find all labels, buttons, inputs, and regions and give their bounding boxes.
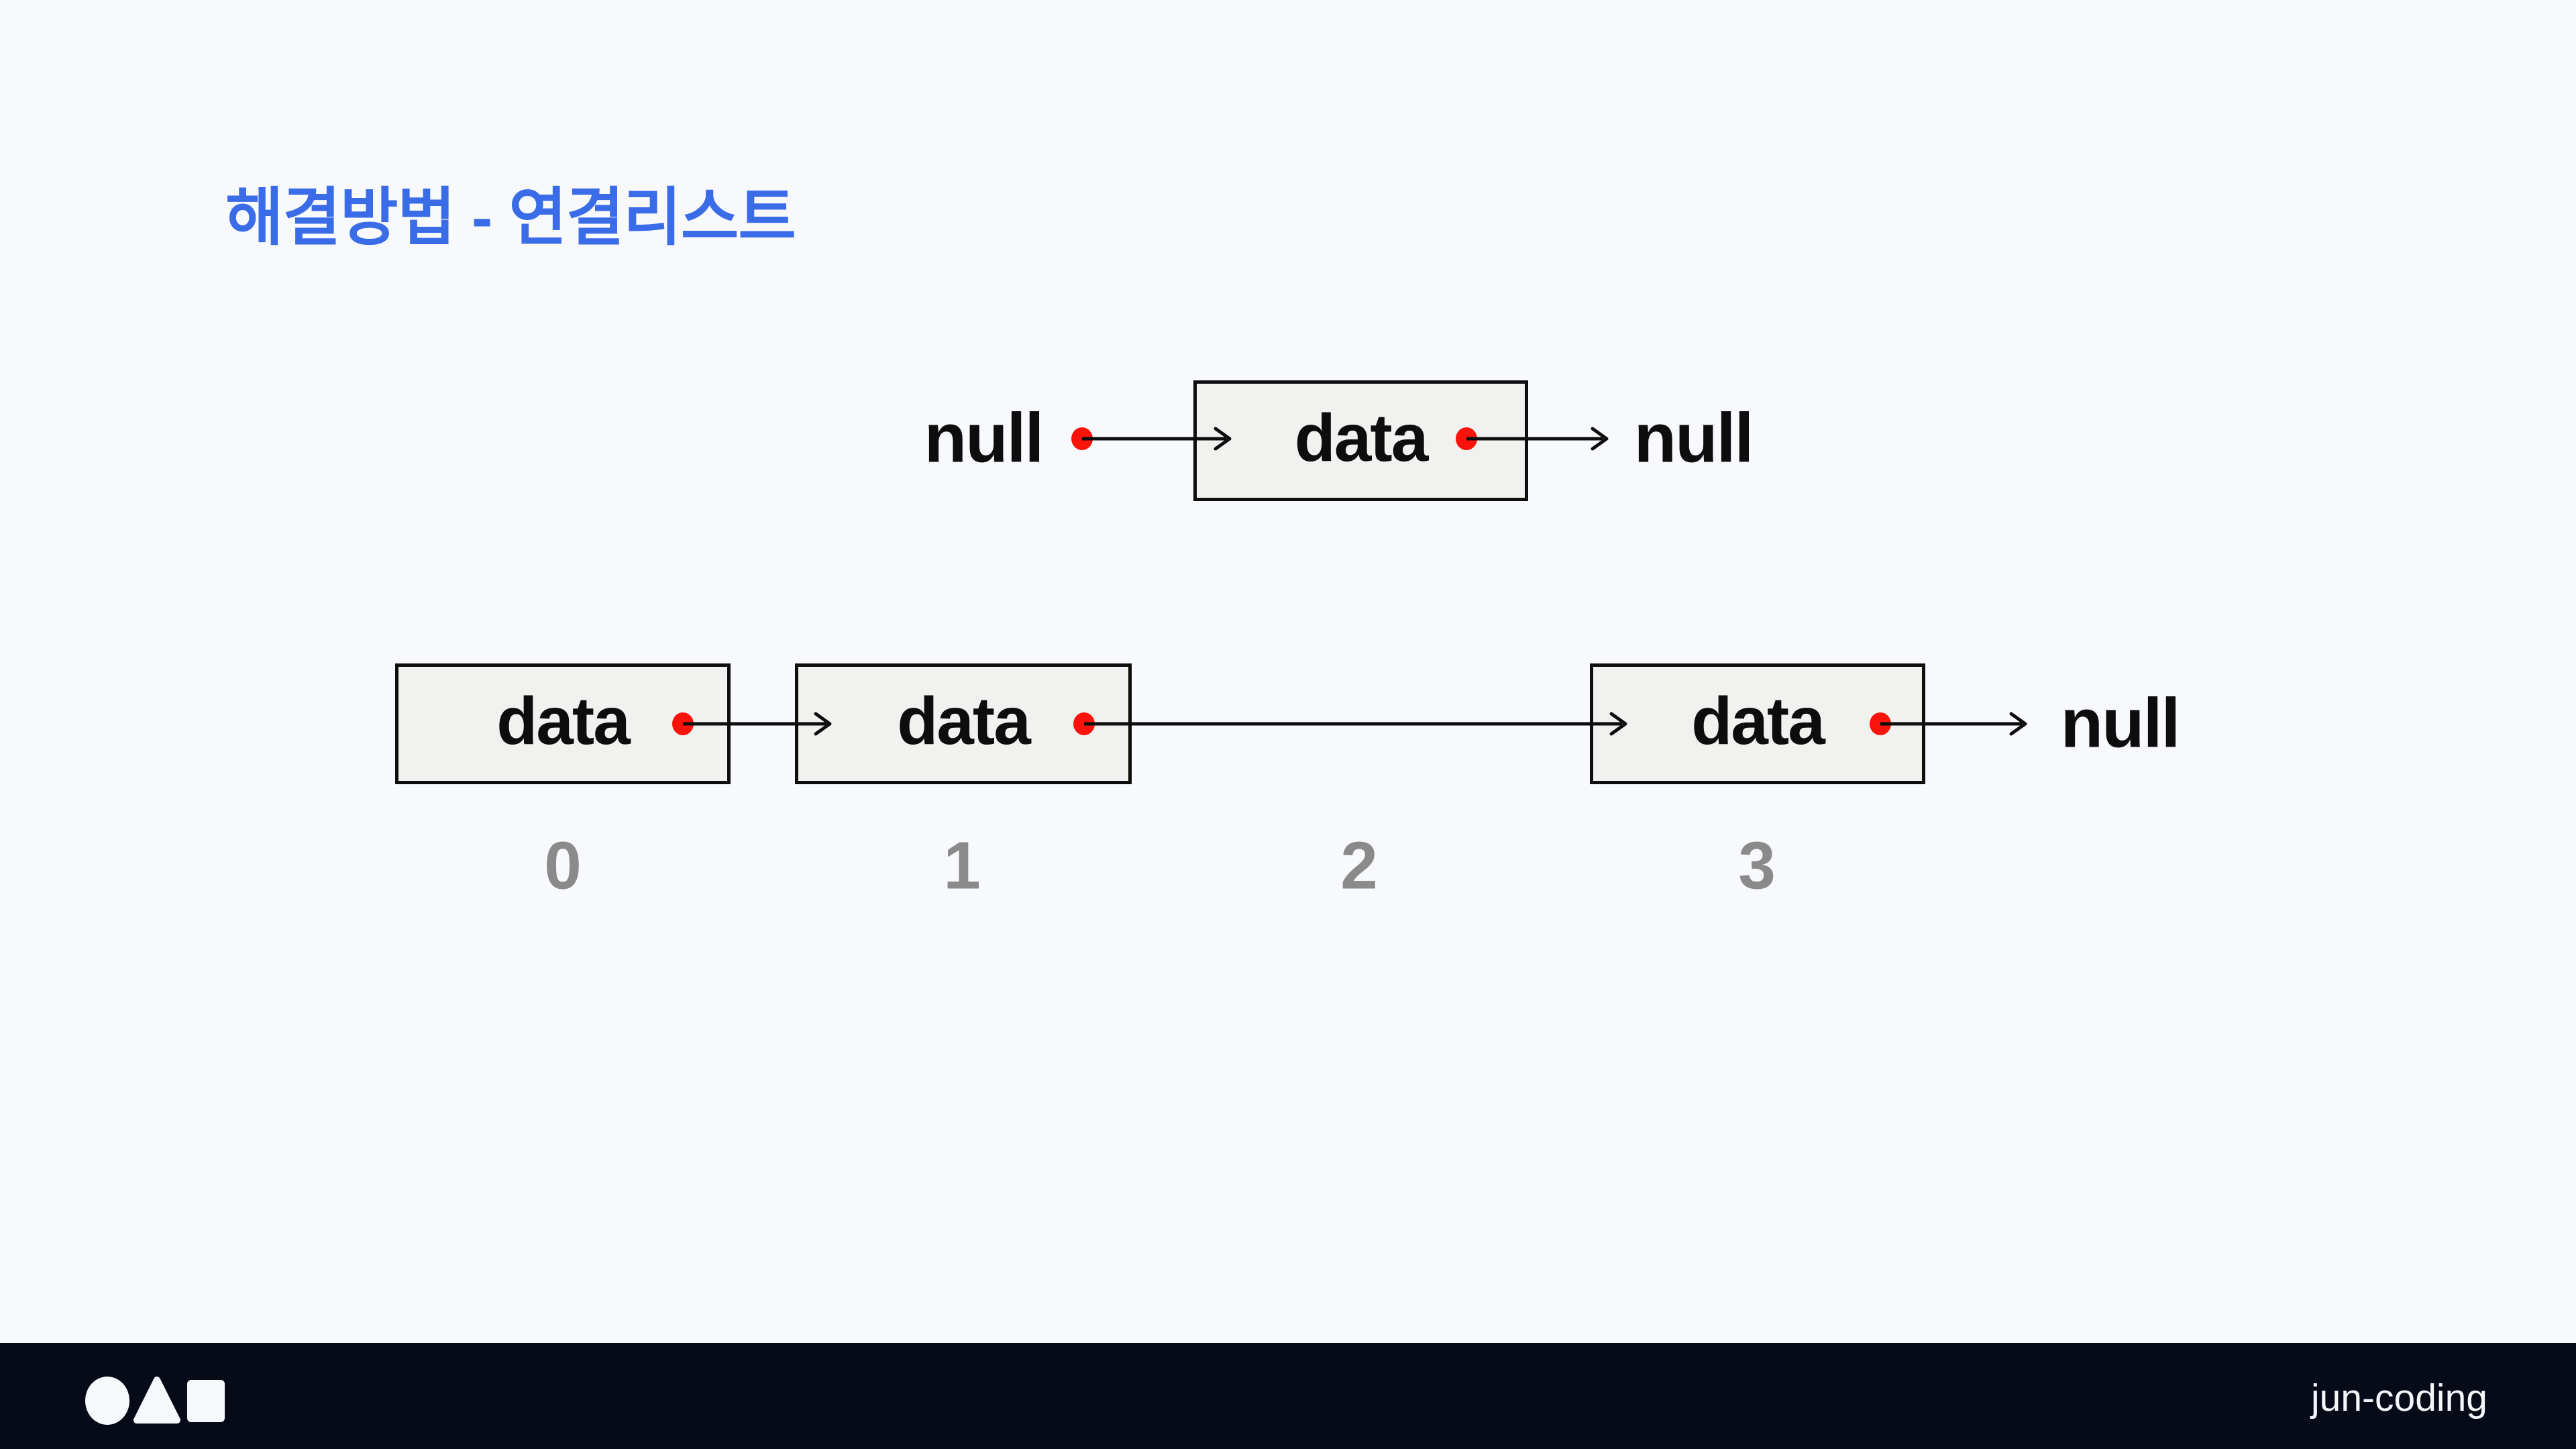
node-data-label: data: [1691, 683, 1825, 759]
node-data-label: data: [496, 683, 631, 759]
brand-text: jun-coding: [2310, 1377, 2487, 1419]
page-title: 해결방법 - 연결리스트: [225, 182, 796, 252]
triangle-shape-icon: [133, 1377, 180, 1424]
null-label-head-single: null: [924, 399, 1044, 478]
node-box-single: data: [1193, 380, 1528, 501]
node-box-0: data: [395, 663, 731, 784]
null-label-tail-single: null: [1633, 399, 1754, 478]
pointer-dot-icon: [1071, 427, 1093, 450]
index-label-3: 3: [1738, 828, 1776, 904]
arrow-head-icon: [2009, 712, 2027, 736]
index-label-0: 0: [544, 828, 582, 904]
index-label-2: 2: [1340, 828, 1378, 904]
pointer-arrow-node1-to-node3: [1073, 712, 1627, 736]
index-label-1: 1: [943, 828, 981, 904]
shapes-logo-icon: [85, 1377, 225, 1425]
node-box-1: data: [795, 663, 1132, 784]
node-data-label: data: [897, 683, 1031, 759]
node-data-label: data: [1294, 400, 1429, 476]
null-label-tail-list: null: [2060, 684, 2181, 763]
node-box-3: data: [1590, 663, 1925, 784]
circle-shape-icon: [85, 1377, 129, 1425]
arrow-head-icon: [1591, 427, 1609, 451]
footer-bar: [0, 1343, 2576, 1449]
square-shape-icon: [187, 1380, 225, 1422]
